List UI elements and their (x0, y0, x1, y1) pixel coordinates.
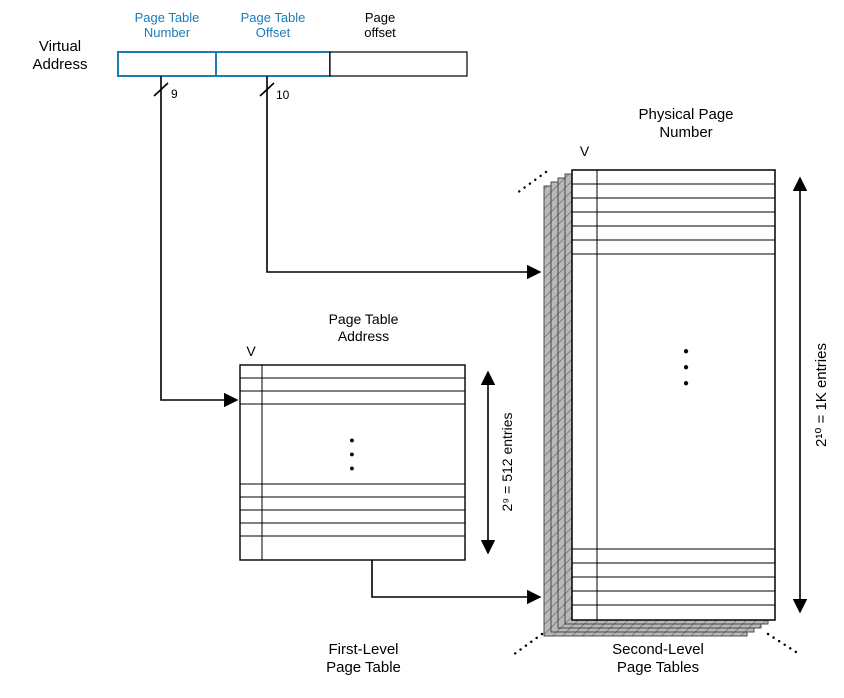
first-level-entries-label: 2⁹ = 512 entries (499, 412, 515, 512)
field-label-page-table-number: Page Table Number (134, 10, 200, 41)
field-page-offset (329, 51, 468, 77)
bit-width-9: 9 (171, 87, 178, 101)
bit-slash-9 (153, 82, 169, 97)
field-page-table-offset (215, 51, 331, 77)
second-level-column-header: Physical Page Number (638, 106, 734, 141)
bit-slash-10 (259, 82, 275, 97)
second-level-grid (571, 169, 776, 621)
first-level-v-header: V (246, 343, 256, 359)
virtual-address-label: Virtual Address (32, 38, 88, 73)
stack-ellipsis-dots (511, 170, 798, 657)
second-level-caption: Second-Level Page Tables (612, 641, 704, 676)
field-page-table-number (117, 51, 217, 77)
first-level-column-header: Page Table Address (328, 311, 399, 344)
second-level-ellipsis: ● ● ● (682, 346, 690, 389)
bit-width-10: 10 (276, 88, 290, 102)
field-label-page-table-offset: Page Table Offset (240, 10, 306, 41)
wire-table-pointer (371, 560, 542, 605)
first-level-ellipsis: ● ● ● (349, 435, 355, 473)
first-level-caption: First-Level Page Table (326, 641, 401, 676)
wire-page-table-offset (259, 76, 542, 280)
first-level-grid (239, 364, 466, 561)
second-level-v-header: V (579, 143, 590, 159)
virtual-address-box (117, 51, 468, 77)
second-level-entries-label: 2¹⁰ = 1K entries (813, 343, 830, 447)
field-label-page-offset: Page offset (364, 10, 396, 41)
wire-page-table-number (153, 76, 239, 408)
